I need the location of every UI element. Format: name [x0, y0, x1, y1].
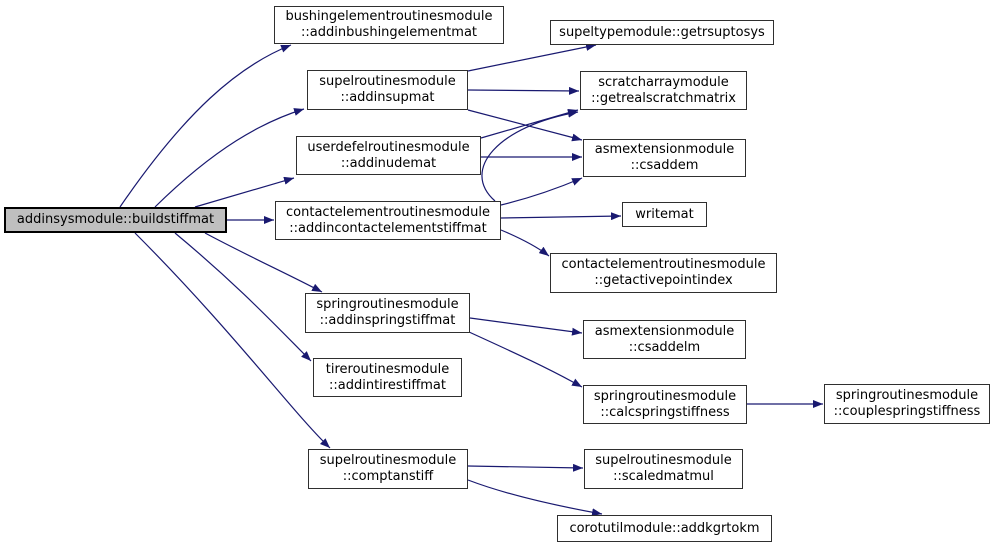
edge-addinudemat-to-getrealscratchmatrix — [480, 108, 579, 139]
node-label-line2: ::addincontactelementstiffmat — [289, 220, 487, 236]
node-label-line2: ::addinsupmat — [340, 90, 435, 105]
node-label-line2: ::couplespringstiffness — [833, 404, 981, 419]
node-label-line1: asmextensionmodule — [594, 323, 735, 339]
node-label-line2: ::addinudemat — [340, 155, 437, 171]
node-label-line1: contactelementroutinesmodule — [561, 257, 766, 272]
node-label-line1: scratcharraymodule — [598, 74, 729, 90]
graph-node-addkgrtokm[interactable]: corotutilmodule::addkgrtokm — [557, 515, 772, 542]
edge-addinsupmat-to-getrsuptosys — [467, 43, 597, 72]
node-label: addinsysmodule::buildstiffmat — [16, 212, 215, 227]
node-label-line1: bushingelementroutinesmodule — [285, 9, 493, 24]
edge-addinsupmat-to-getrealscratchmatrix — [467, 86, 580, 95]
node-label-line1: tireroutinesmodule — [325, 361, 450, 377]
node-label-line2: ::scaledmatmul — [613, 469, 714, 484]
node-label-line2: ::csaddem — [630, 158, 699, 173]
node-label-line2: ::addinspringstiffmat — [319, 313, 456, 328]
node-label-line2: ::getactivepointindex — [594, 273, 733, 288]
edge-addinsupmat-to-csaddem — [467, 109, 583, 142]
graph-node-buildstiffmat[interactable]: addinsysmodule::buildstiffmat — [4, 207, 227, 233]
graph-node-scaledmatmul[interactable]: supelroutinesmodule ::scaledmatmul — [584, 449, 743, 489]
node-label-line1: supelroutinesmodule — [595, 453, 732, 468]
graph-node-addinudemat[interactable]: userdefelroutinesmodule ::addinudemat — [296, 136, 481, 175]
graph-node-csaddelm[interactable]: asmextensionmodule ::csaddelm — [583, 320, 746, 359]
node-label-line1: springroutinesmodule — [835, 388, 979, 403]
graph-node-getrsuptosys[interactable]: supeltypemodule::getrsuptosys — [550, 20, 774, 45]
node-label-line1: springroutinesmodule — [593, 388, 737, 404]
graph-node-addincontactelementstiffmat[interactable]: contactelementroutinesmodule ::addincont… — [275, 201, 501, 240]
edge-buildstiffmat-to-addinsupmat — [154, 108, 305, 208]
node-label-line2: ::addintirestiffmat — [328, 377, 446, 393]
edge-buildstiffmat-to-addinspringstiffmat — [204, 232, 323, 293]
node-label-line1: supelroutinesmodule — [319, 453, 457, 468]
node-label-line2: ::addinbushingelementmat — [300, 25, 478, 40]
edge-comptanstiff-to-addkgrtokm — [467, 479, 603, 517]
edge-comptanstiff-to-scaledmatmul — [467, 463, 584, 472]
graph-node-couplespringstiffness[interactable]: springroutinesmodule ::couplespringstiff… — [824, 384, 990, 424]
graph-node-comptanstiff[interactable]: supelroutinesmodule ::comptanstiff — [308, 449, 468, 489]
node-label-line2: ::calcspringstiffness — [600, 404, 730, 420]
node-label: corotutilmodule::addkgrtokm — [569, 520, 760, 536]
node-label-line1: userdefelroutinesmodule — [307, 139, 470, 155]
edge-addinspringstiffmat-to-calcspringstiffness — [468, 331, 583, 388]
edge-addincontactelementstiffmat-to-getrealscratchmatrix — [481, 109, 579, 202]
edge-addincontactelementstiffmat-to-csaddem — [500, 177, 583, 206]
edge-addincontactelementstiffmat-to-getactivepointindex — [500, 229, 550, 257]
edge-addinspringstiffmat-to-csaddelm — [469, 317, 583, 336]
node-label-line2: ::csaddelm — [628, 339, 701, 355]
graph-node-getrealscratchmatrix[interactable]: scratcharraymodule ::getrealscratchmatri… — [580, 71, 747, 110]
graph-node-addinsupmat[interactable]: supelroutinesmodule ::addinsupmat — [307, 70, 468, 110]
edge-buildstiffmat-to-comptanstiff — [134, 232, 331, 449]
graph-node-addinbushingelementmat[interactable]: bushingelementroutinesmodule ::addinbush… — [274, 6, 504, 44]
node-label-line2: ::getrealscratchmatrix — [591, 90, 736, 106]
edge-buildstiffmat-to-addinbushingelementmat — [119, 44, 292, 208]
node-label: writemat — [635, 206, 694, 222]
node-label-line1: asmextensionmodule — [594, 142, 735, 157]
edge-addincontactelementstiffmat-to-writemat — [500, 212, 622, 221]
graph-node-getactivepointindex[interactable]: contactelementroutinesmodule ::getactive… — [550, 253, 777, 293]
graph-node-calcspringstiffness[interactable]: springroutinesmodule ::calcspringstiffne… — [583, 385, 747, 424]
graph-node-addinspringstiffmat[interactable]: springroutinesmodule ::addinspringstiffm… — [305, 293, 470, 333]
node-label-line1: springroutinesmodule — [316, 297, 459, 312]
node-label-line1: contactelementroutinesmodule — [286, 204, 490, 220]
node-label-line2: ::comptanstiff — [342, 469, 434, 484]
graph-node-csaddem[interactable]: asmextensionmodule ::csaddem — [583, 139, 746, 177]
node-label-line1: supelroutinesmodule — [319, 74, 456, 89]
graph-node-writemat[interactable]: writemat — [622, 202, 707, 227]
node-label: supeltypemodule::getrsuptosys — [559, 24, 765, 40]
edge-buildstiffmat-to-addintirestiffmat — [174, 232, 312, 362]
graph-node-addintirestiffmat[interactable]: tireroutinesmodule ::addintirestiffmat — [313, 358, 462, 397]
